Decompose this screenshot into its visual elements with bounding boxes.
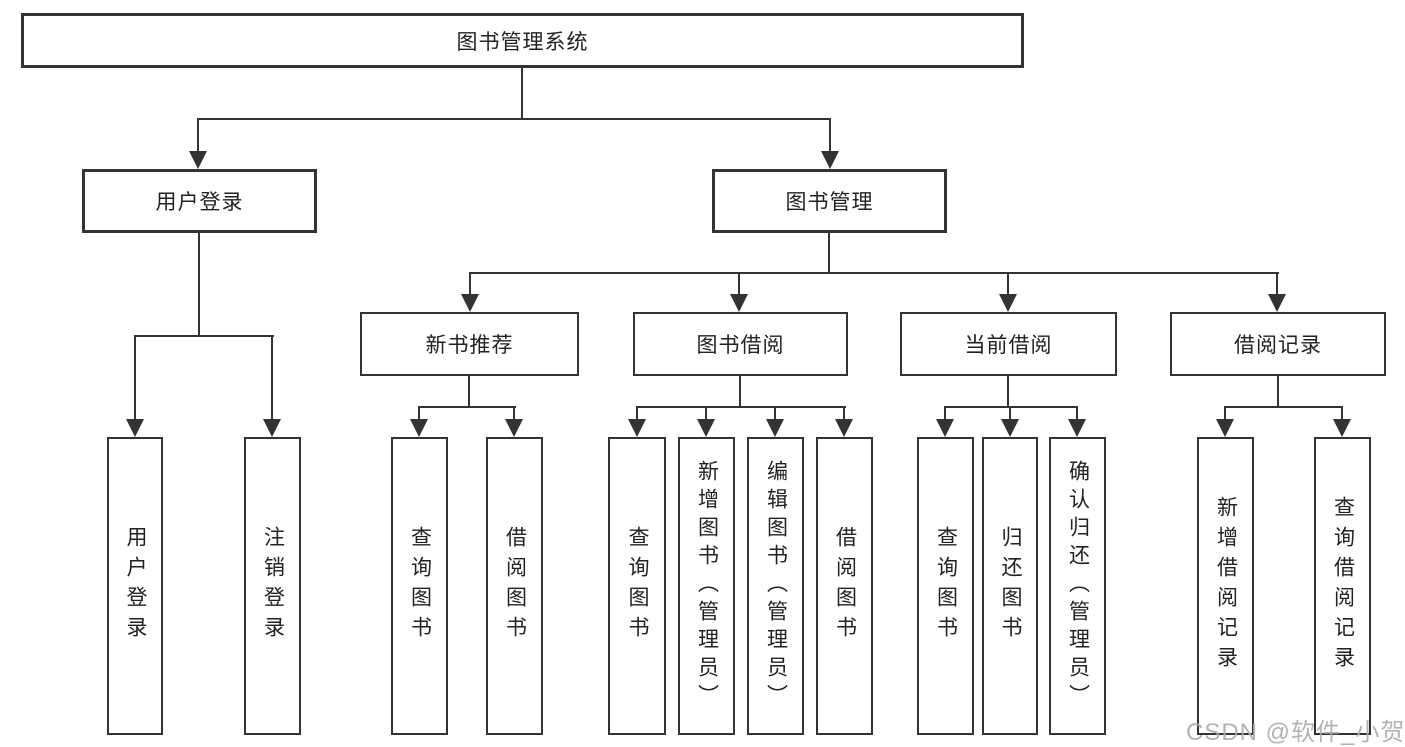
connector-line bbox=[271, 335, 273, 421]
node-label: 查询图书 bbox=[934, 526, 958, 646]
arrow-down-icon bbox=[461, 294, 479, 312]
arrow-down-icon bbox=[1333, 419, 1351, 437]
leaf-query-books-current: 查询图书 bbox=[917, 437, 974, 735]
node-label: 注销登录 bbox=[261, 526, 285, 646]
connector-line bbox=[1007, 376, 1009, 406]
node-book-borrowing: 图书借阅 bbox=[633, 312, 848, 376]
connector-line bbox=[636, 406, 846, 408]
leaf-add-books-admin: 新增图书（管理员） bbox=[678, 437, 735, 735]
leaf-query-books-recommend: 查询图书 bbox=[391, 437, 448, 735]
node-label: 归还图书 bbox=[999, 526, 1022, 646]
leaf-edit-books-admin: 编辑图书（管理员） bbox=[747, 437, 804, 735]
node-label: 查询图书 bbox=[626, 526, 649, 646]
connector-line bbox=[636, 406, 638, 421]
node-user-login: 用户登录 bbox=[82, 169, 317, 233]
connector-line bbox=[1224, 406, 1343, 408]
connector-line bbox=[1224, 406, 1226, 421]
connector-line bbox=[1009, 406, 1011, 421]
arrow-down-icon bbox=[1001, 419, 1019, 437]
connector-line bbox=[468, 376, 470, 406]
node-label: 当前借阅 bbox=[964, 334, 1053, 357]
node-label: 编辑图书（管理员） bbox=[764, 460, 788, 712]
leaf-add-borrow-record: 新增借阅记录 bbox=[1197, 437, 1254, 735]
node-book-management: 图书管理 bbox=[712, 169, 947, 233]
connector-line bbox=[1341, 406, 1343, 421]
leaf-query-books-borrowing: 查询图书 bbox=[608, 437, 666, 735]
arrow-down-icon bbox=[1268, 294, 1286, 312]
arrow-down-icon bbox=[730, 294, 748, 312]
arrow-down-icon bbox=[410, 419, 428, 437]
connector-line bbox=[197, 118, 199, 153]
node-label: 查询借阅记录 bbox=[1331, 496, 1355, 676]
connector-line bbox=[198, 233, 200, 335]
arrow-down-icon bbox=[126, 419, 144, 437]
arrow-down-icon bbox=[1216, 419, 1234, 437]
leaf-borrow-books-recommend: 借阅图书 bbox=[486, 437, 543, 735]
node-label: 借阅记录 bbox=[1234, 334, 1322, 357]
node-label: 图书管理系统 bbox=[456, 30, 589, 54]
connector-line bbox=[134, 335, 274, 337]
arrow-down-icon bbox=[1068, 419, 1086, 437]
leaf-query-borrow-record: 查询借阅记录 bbox=[1314, 437, 1371, 735]
connector-line bbox=[1076, 406, 1078, 421]
leaf-user-login: 用户登录 bbox=[107, 437, 163, 735]
connector-line bbox=[513, 406, 515, 421]
connector-line bbox=[829, 118, 831, 153]
connector-line bbox=[418, 406, 516, 408]
arrow-down-icon bbox=[821, 151, 839, 169]
arrow-down-icon bbox=[263, 419, 281, 437]
connector-line bbox=[774, 406, 776, 421]
connector-line bbox=[739, 376, 741, 406]
connector-line bbox=[828, 233, 830, 272]
connector-line bbox=[469, 272, 471, 296]
connector-line bbox=[1277, 376, 1279, 406]
node-current-borrowing: 当前借阅 bbox=[900, 312, 1117, 376]
connector-line bbox=[1276, 272, 1278, 296]
arrow-down-icon bbox=[189, 151, 207, 169]
node-library-system: 图书管理系统 bbox=[21, 13, 1024, 68]
node-label: 新书推荐 bbox=[425, 334, 514, 357]
arrow-down-icon bbox=[628, 419, 646, 437]
connector-line bbox=[944, 406, 1078, 408]
leaf-logout: 注销登录 bbox=[244, 437, 301, 735]
node-label: 查询图书 bbox=[408, 526, 432, 646]
connector-line bbox=[469, 272, 1279, 274]
arrow-down-icon bbox=[835, 419, 853, 437]
connector-line bbox=[521, 68, 523, 118]
node-new-book-recommend: 新书推荐 bbox=[360, 312, 579, 376]
node-borrowing-records: 借阅记录 bbox=[1170, 312, 1386, 376]
node-label: 图书借阅 bbox=[696, 334, 785, 357]
node-label: 图书管理 bbox=[785, 191, 874, 214]
arrow-down-icon bbox=[505, 419, 523, 437]
connector-line bbox=[944, 406, 946, 421]
connector-line bbox=[1007, 272, 1009, 296]
node-label: 用户登录 bbox=[155, 191, 244, 214]
leaf-return-books: 归还图书 bbox=[982, 437, 1038, 735]
connector-line bbox=[738, 272, 740, 296]
arrow-down-icon bbox=[766, 419, 784, 437]
node-label: 借阅图书 bbox=[503, 526, 527, 646]
connector-line bbox=[197, 118, 831, 120]
node-label: 用户登录 bbox=[124, 526, 147, 646]
arrow-down-icon bbox=[936, 419, 954, 437]
connector-line bbox=[705, 406, 707, 421]
connector-line bbox=[418, 406, 420, 421]
connector-line bbox=[843, 406, 845, 421]
leaf-confirm-return-admin: 确认归还（管理员） bbox=[1049, 437, 1106, 735]
arrow-down-icon bbox=[697, 419, 715, 437]
node-label: 新增图书（管理员） bbox=[695, 460, 719, 712]
connector-line bbox=[134, 335, 136, 421]
csdn-watermark: CSDN @软件_小贺同学 bbox=[1186, 719, 1405, 746]
node-label: 确认归还（管理员） bbox=[1066, 460, 1090, 712]
node-label: 新增借阅记录 bbox=[1214, 496, 1238, 676]
leaf-borrow-books-borrowing: 借阅图书 bbox=[816, 437, 873, 735]
node-label: 借阅图书 bbox=[833, 526, 857, 646]
arrow-down-icon bbox=[999, 294, 1017, 312]
